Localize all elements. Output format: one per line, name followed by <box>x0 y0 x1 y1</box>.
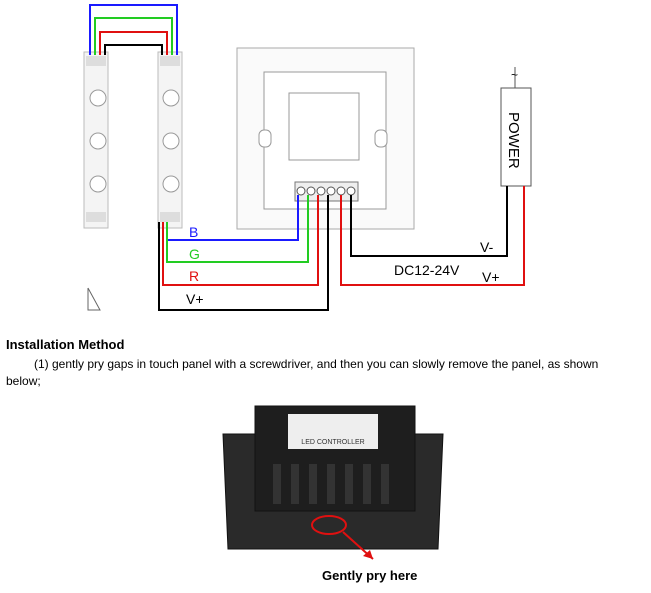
controller-wires <box>158 186 525 311</box>
controller-panel <box>236 47 415 230</box>
led-strip-left <box>83 51 109 229</box>
pry-caption: Gently pry here <box>322 568 418 583</box>
label-vplus-strip: V+ <box>186 291 204 307</box>
label-voltage: DC12-24V <box>394 262 460 278</box>
wiring-diagram: ~ POWER B G R V+ V- DC12-24V V+ <box>83 4 532 311</box>
small-mark <box>87 287 101 311</box>
strip-link-wires <box>89 4 178 55</box>
device-photo: LED CONTROLLER <box>222 405 444 560</box>
power-label: POWER <box>505 112 522 169</box>
label-vplus-power: V+ <box>482 269 500 285</box>
power-symbol: ~ <box>511 68 518 82</box>
label-red: R <box>189 268 199 284</box>
installation-step-1: (1) gently pry gaps in touch panel with … <box>6 357 599 388</box>
label-green: G <box>189 246 200 262</box>
led-strip-right <box>157 51 183 229</box>
label-blue: B <box>189 224 198 240</box>
label-vminus: V- <box>480 239 494 255</box>
device-label: LED CONTROLLER <box>301 439 364 446</box>
installation-heading: Installation Method <box>6 337 125 352</box>
terminal-screws <box>296 186 356 196</box>
power-supply: ~ POWER <box>500 67 532 187</box>
pry-gap-highlight <box>311 515 347 535</box>
